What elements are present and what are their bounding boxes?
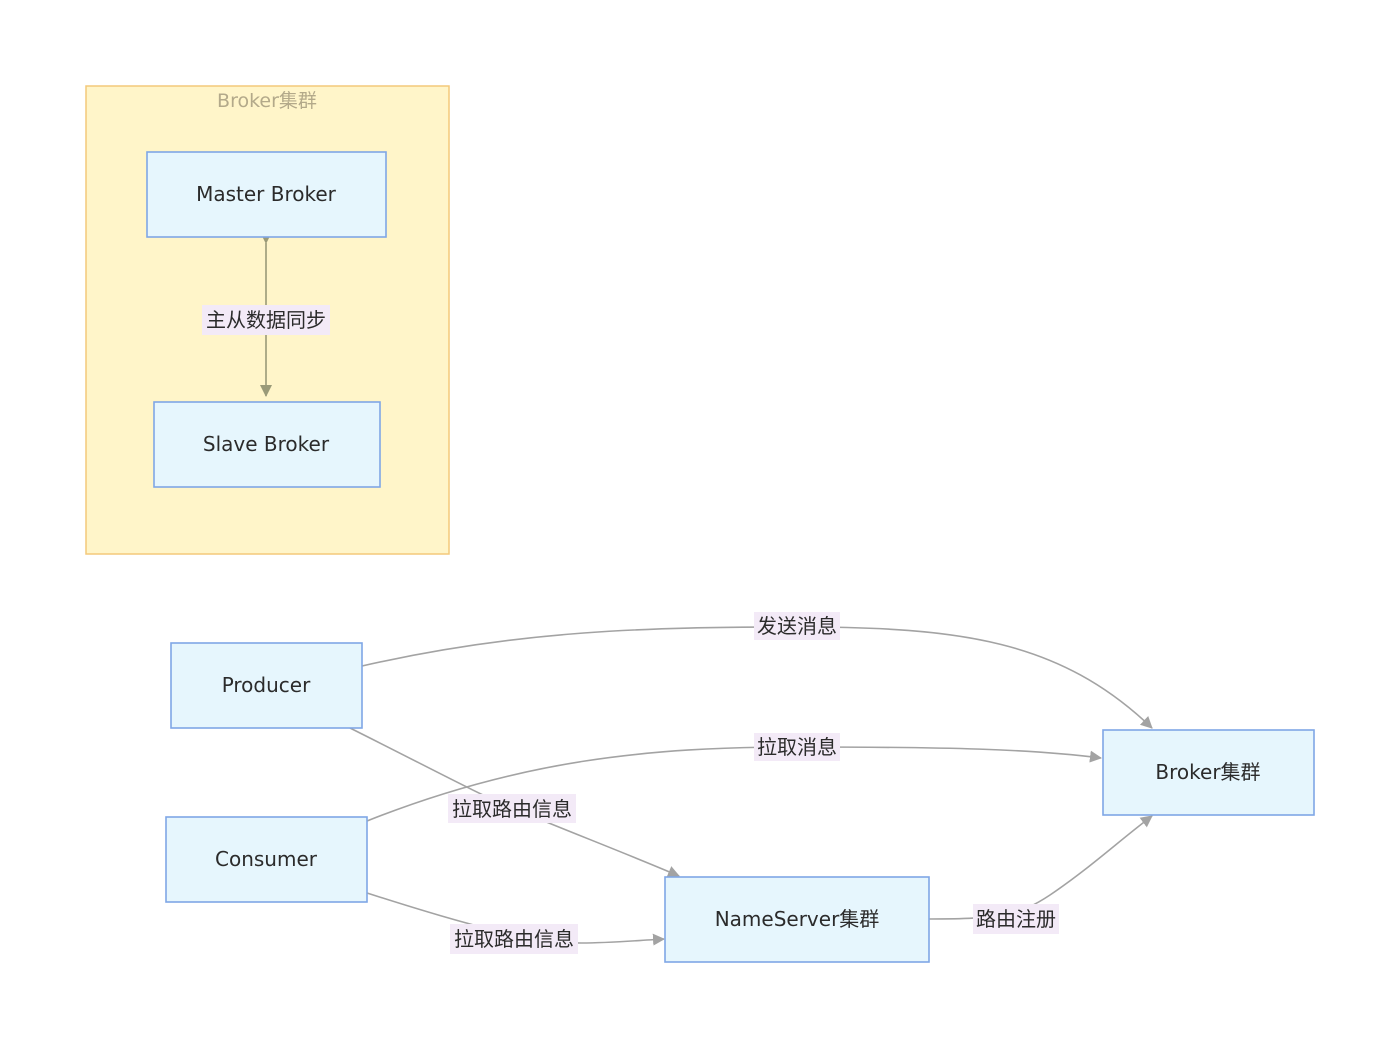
producer-route-edge: 拉取路由信息	[349, 727, 680, 878]
pull-label: 拉取消息	[757, 735, 837, 759]
sync-edge: 主从数据同步	[202, 232, 330, 397]
sync-label: 主从数据同步	[206, 308, 326, 332]
consumer-route-label: 拉取路由信息	[454, 927, 574, 951]
register-label-bg	[973, 904, 1059, 934]
producer-label: Producer	[222, 673, 311, 697]
consumer-node[interactable]: Consumer	[165, 816, 368, 903]
consumer-label: Consumer	[215, 847, 318, 871]
register-label: 路由注册	[976, 907, 1056, 931]
slave-broker-node[interactable]: Slave Broker	[153, 401, 381, 488]
producer-node[interactable]: Producer	[170, 642, 363, 729]
sync-label-bg	[202, 305, 330, 335]
master-broker-label: Master Broker	[196, 182, 337, 206]
master-broker-node[interactable]: Master Broker	[146, 151, 387, 238]
send-label-bg	[754, 612, 840, 640]
broker-cluster-title: Broker集群	[217, 90, 317, 112]
nameserver-label: NameServer集群	[715, 907, 880, 931]
broker-cluster-node-label: Broker集群	[1155, 760, 1260, 784]
pull-label-bg	[754, 733, 840, 761]
pull-edge: 拉取消息	[366, 733, 1102, 822]
producer-route-label-bg	[448, 794, 576, 823]
send-label: 发送消息	[757, 614, 837, 638]
nameserver-node[interactable]: NameServer集群	[664, 876, 930, 963]
send-edge: 发送消息	[361, 612, 1153, 729]
consumer-route-label-bg	[450, 924, 578, 954]
consumer-route-edge: 拉取路由信息	[366, 892, 665, 954]
slave-broker-label: Slave Broker	[203, 432, 330, 456]
register-edge: 路由注册	[928, 815, 1153, 934]
producer-route-label: 拉取路由信息	[452, 797, 572, 821]
broker-cluster-node[interactable]: Broker集群	[1102, 729, 1315, 816]
